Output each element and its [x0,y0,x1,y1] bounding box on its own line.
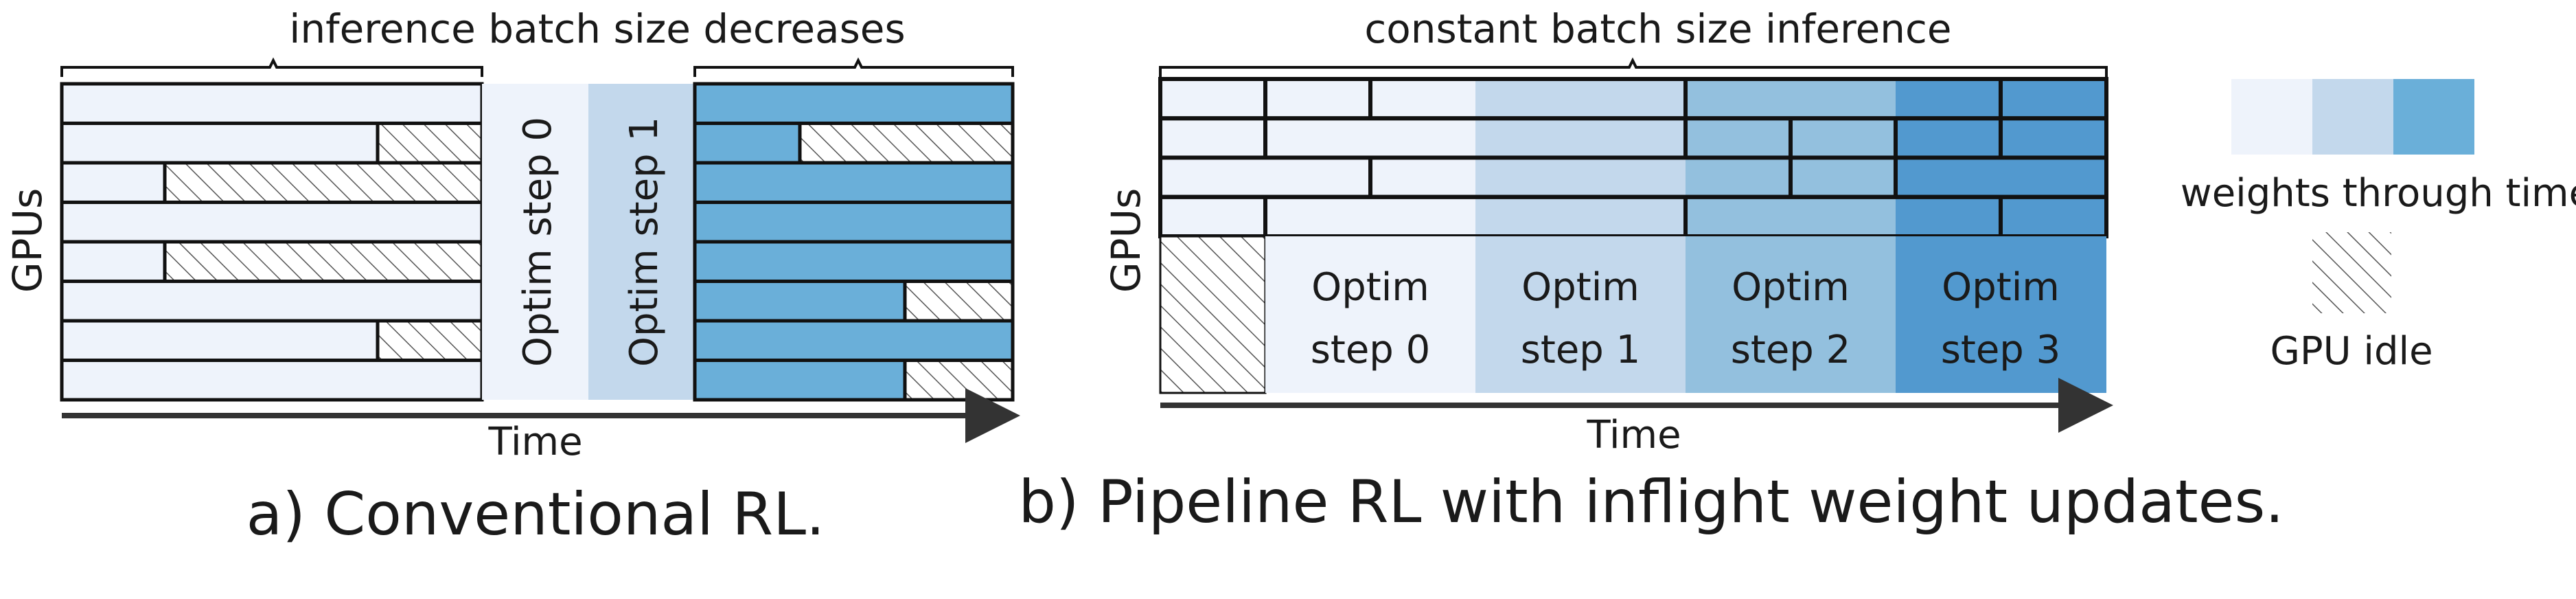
panel-a: inference batch size decreases Optim ste… [4,5,1020,549]
legend-weights-swatch-2 [2312,79,2393,155]
optim-step-0-line2: step 0 [1311,328,1431,372]
inference-segment [60,359,484,402]
optim-step-2-block [1686,236,1896,393]
optim-step-3-line1: Optim [1942,265,2060,310]
optim-step-3-block [1896,236,2106,393]
panel-a-x-label: Time [487,420,582,464]
inference-segment [60,201,484,244]
optim-step-2-line1: Optim [1732,265,1850,310]
optim-step-1-line2: step 1 [1521,328,1641,372]
panel-a-top-brace [60,57,483,77]
optim-step-1-line1: Optim [1521,265,1640,310]
panel-b-caption: b) Pipeline RL with inflight weight upda… [1018,468,2284,536]
gpu-idle-segment [903,359,1015,402]
inference-segment [693,240,1015,283]
legend-weights-swatch-3 [2393,79,2474,155]
inference-segment [60,240,167,283]
optim-step-1-block [588,84,695,400]
gpu-idle-segment [163,161,484,204]
legend-weights-label: weights through time [2181,171,2576,216]
panel-a-inference-rows-after [693,82,1015,402]
inference-segment [60,82,484,125]
panel-a-inference-rows-before [60,82,484,402]
inference-segment [60,161,167,204]
legend: weights through time GPU idle [2181,79,2576,374]
panel-b-inference-grid [1158,77,2108,238]
optim-step-3-line2: step 3 [1941,328,2061,372]
optim-step-1-label: Optim step 1 [622,117,667,367]
panel-b-top-brace [1159,57,2108,77]
gpu-idle-segment [376,319,484,362]
gpu-idle-segment [163,240,484,283]
optim-step-0-line1: Optim [1311,265,1429,310]
inference-segment [60,319,380,362]
panel-b-optim-blocks: Optim step 0 Optim step 1 Optim step 2 O… [1265,236,2106,393]
inference-segment [693,122,802,165]
panel-b-idle-block [1159,235,1267,394]
optim-step-0-block [482,84,588,400]
gpu-idle-segment [798,122,1015,165]
inference-segment [693,359,907,402]
gpu-idle-segment [376,122,484,165]
panel-a-y-label: GPUs [4,188,51,293]
legend-weights-swatch-1 [2231,79,2312,155]
panel-a-top-brace-right [693,57,1014,77]
panel-a-caption: a) Conventional RL. [246,480,825,549]
inference-segment [60,122,380,165]
inference-segment [693,161,1015,204]
optim-step-1-block [1475,236,1686,393]
panel-a-top-label: inference batch size decreases [289,5,905,52]
panel-b-y-label: GPUs [1103,188,1149,293]
panel-b: constant batch size inference Optim step… [1018,5,2284,536]
inference-segment [693,201,1015,244]
inference-segment [693,280,907,323]
inference-segment [693,319,1015,362]
legend-idle-label: GPU idle [2270,329,2433,374]
optim-step-0-label: Optim step 0 [516,117,560,367]
gpu-idle-segment [903,280,1015,323]
inference-segment [60,280,484,323]
optim-step-2-line2: step 2 [1731,328,1851,372]
optim-step-0-block [1265,236,1475,393]
inference-segment [693,82,1015,125]
panel-b-top-label: constant batch size inference [1364,5,1951,52]
panel-b-x-label: Time [1586,413,1681,457]
legend-idle-swatch [2312,232,2391,313]
